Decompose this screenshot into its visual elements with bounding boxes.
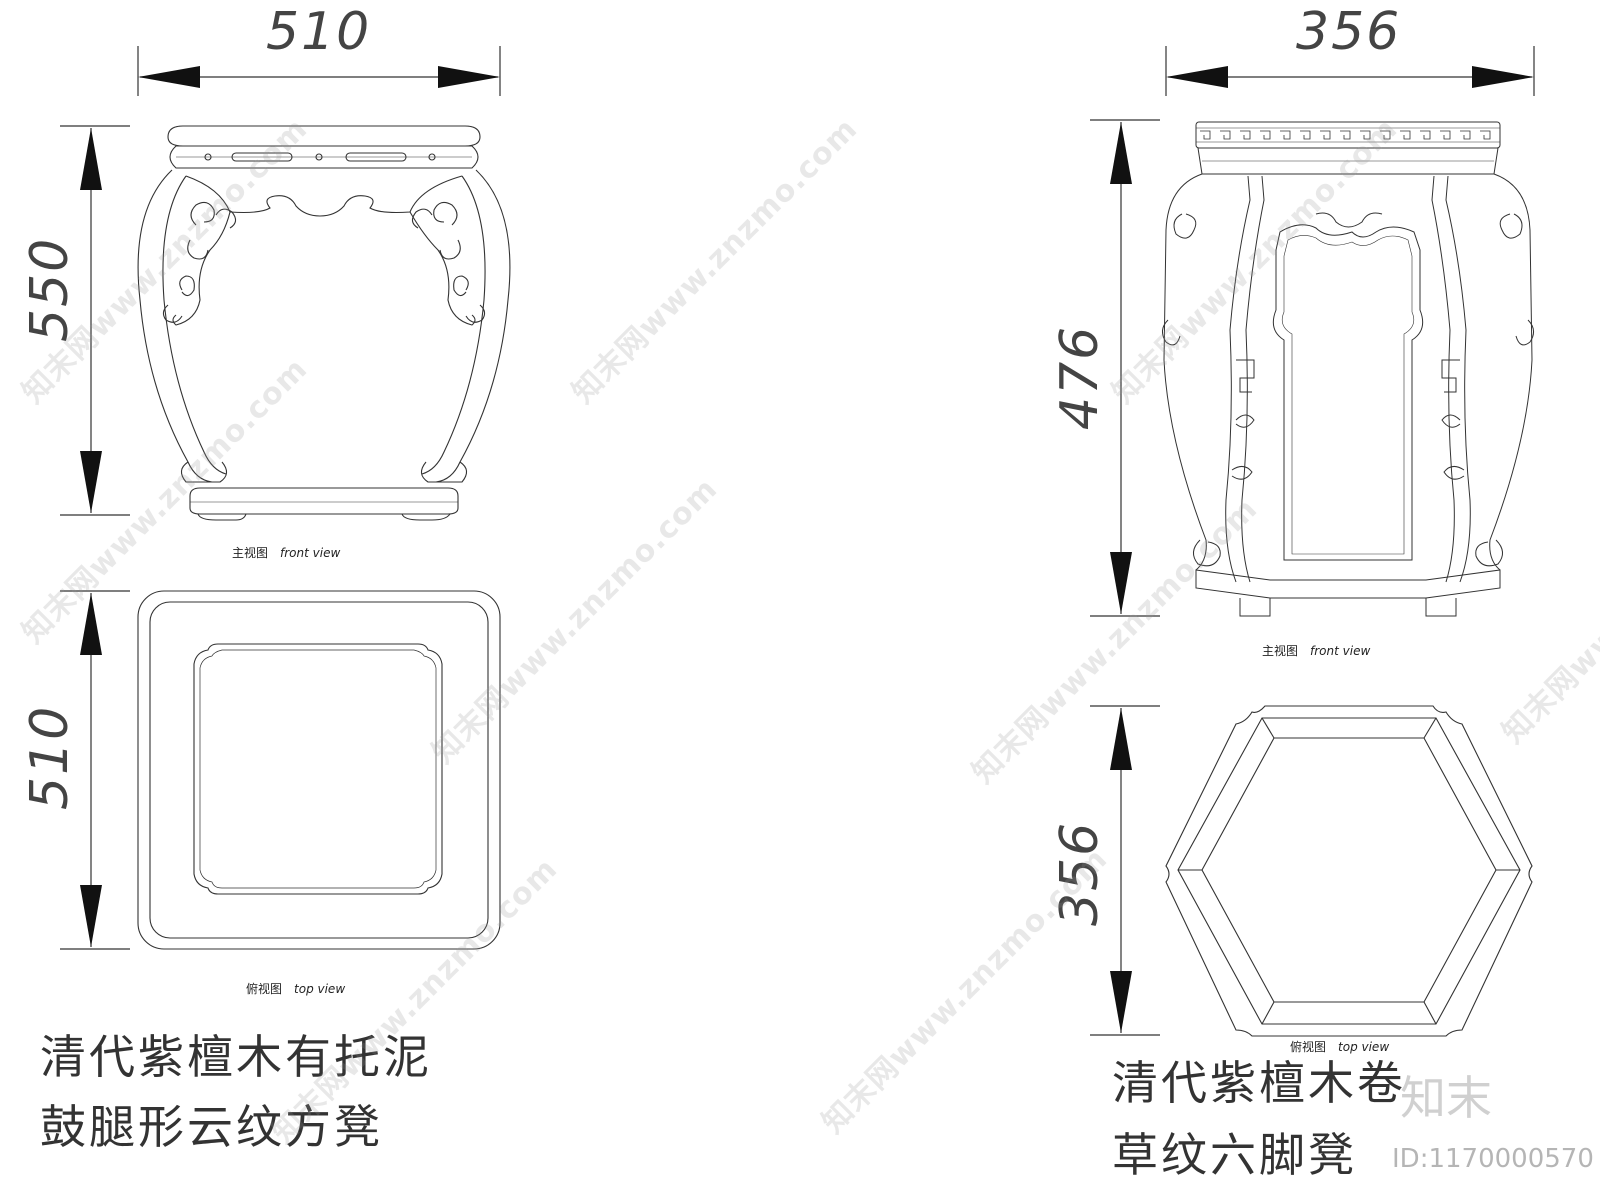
left-top-caption-en: top view [294,982,346,996]
left-front-width-dim: 510 [266,2,372,62]
right-top-caption: 俯视图 top view [1290,1038,1389,1055]
right-top-caption-en: top view [1338,1040,1390,1054]
right-top-caption-cn: 俯视图 [1290,1040,1327,1054]
right-front-caption: 主视图 front view [1262,642,1370,659]
left-front-caption-cn: 主视图 [232,546,269,560]
left-top-caption-cn: 俯视图 [246,982,283,996]
left-top-caption: 俯视图 top view [246,980,345,997]
left-title-line2: 鼓腿形云纹方凳 [40,1100,383,1154]
left-front-caption: 主视图 front view [232,544,340,561]
right-title-line1: 清代紫檀木卷 [1112,1056,1406,1110]
right-front-width-dim: 356 [1296,2,1402,62]
left-front-caption-en: front view [280,546,341,560]
brand-watermark: 知末 [1400,1071,1492,1125]
right-front-caption-en: front view [1310,644,1371,658]
left-title: 清代紫檀木有托泥 鼓腿形云纹方凳 [40,1026,432,1158]
left-title-line1: 清代紫檀木有托泥 [40,1030,432,1084]
right-front-caption-cn: 主视图 [1262,644,1299,658]
left-top-depth-dim: 510 [20,704,80,810]
right-title-line2: 草纹六脚凳 [1112,1128,1357,1182]
right-title: 清代紫檀木卷 草纹六脚凳 [1112,1052,1406,1186]
id-watermark: ID:1170000570 [1392,1144,1594,1174]
